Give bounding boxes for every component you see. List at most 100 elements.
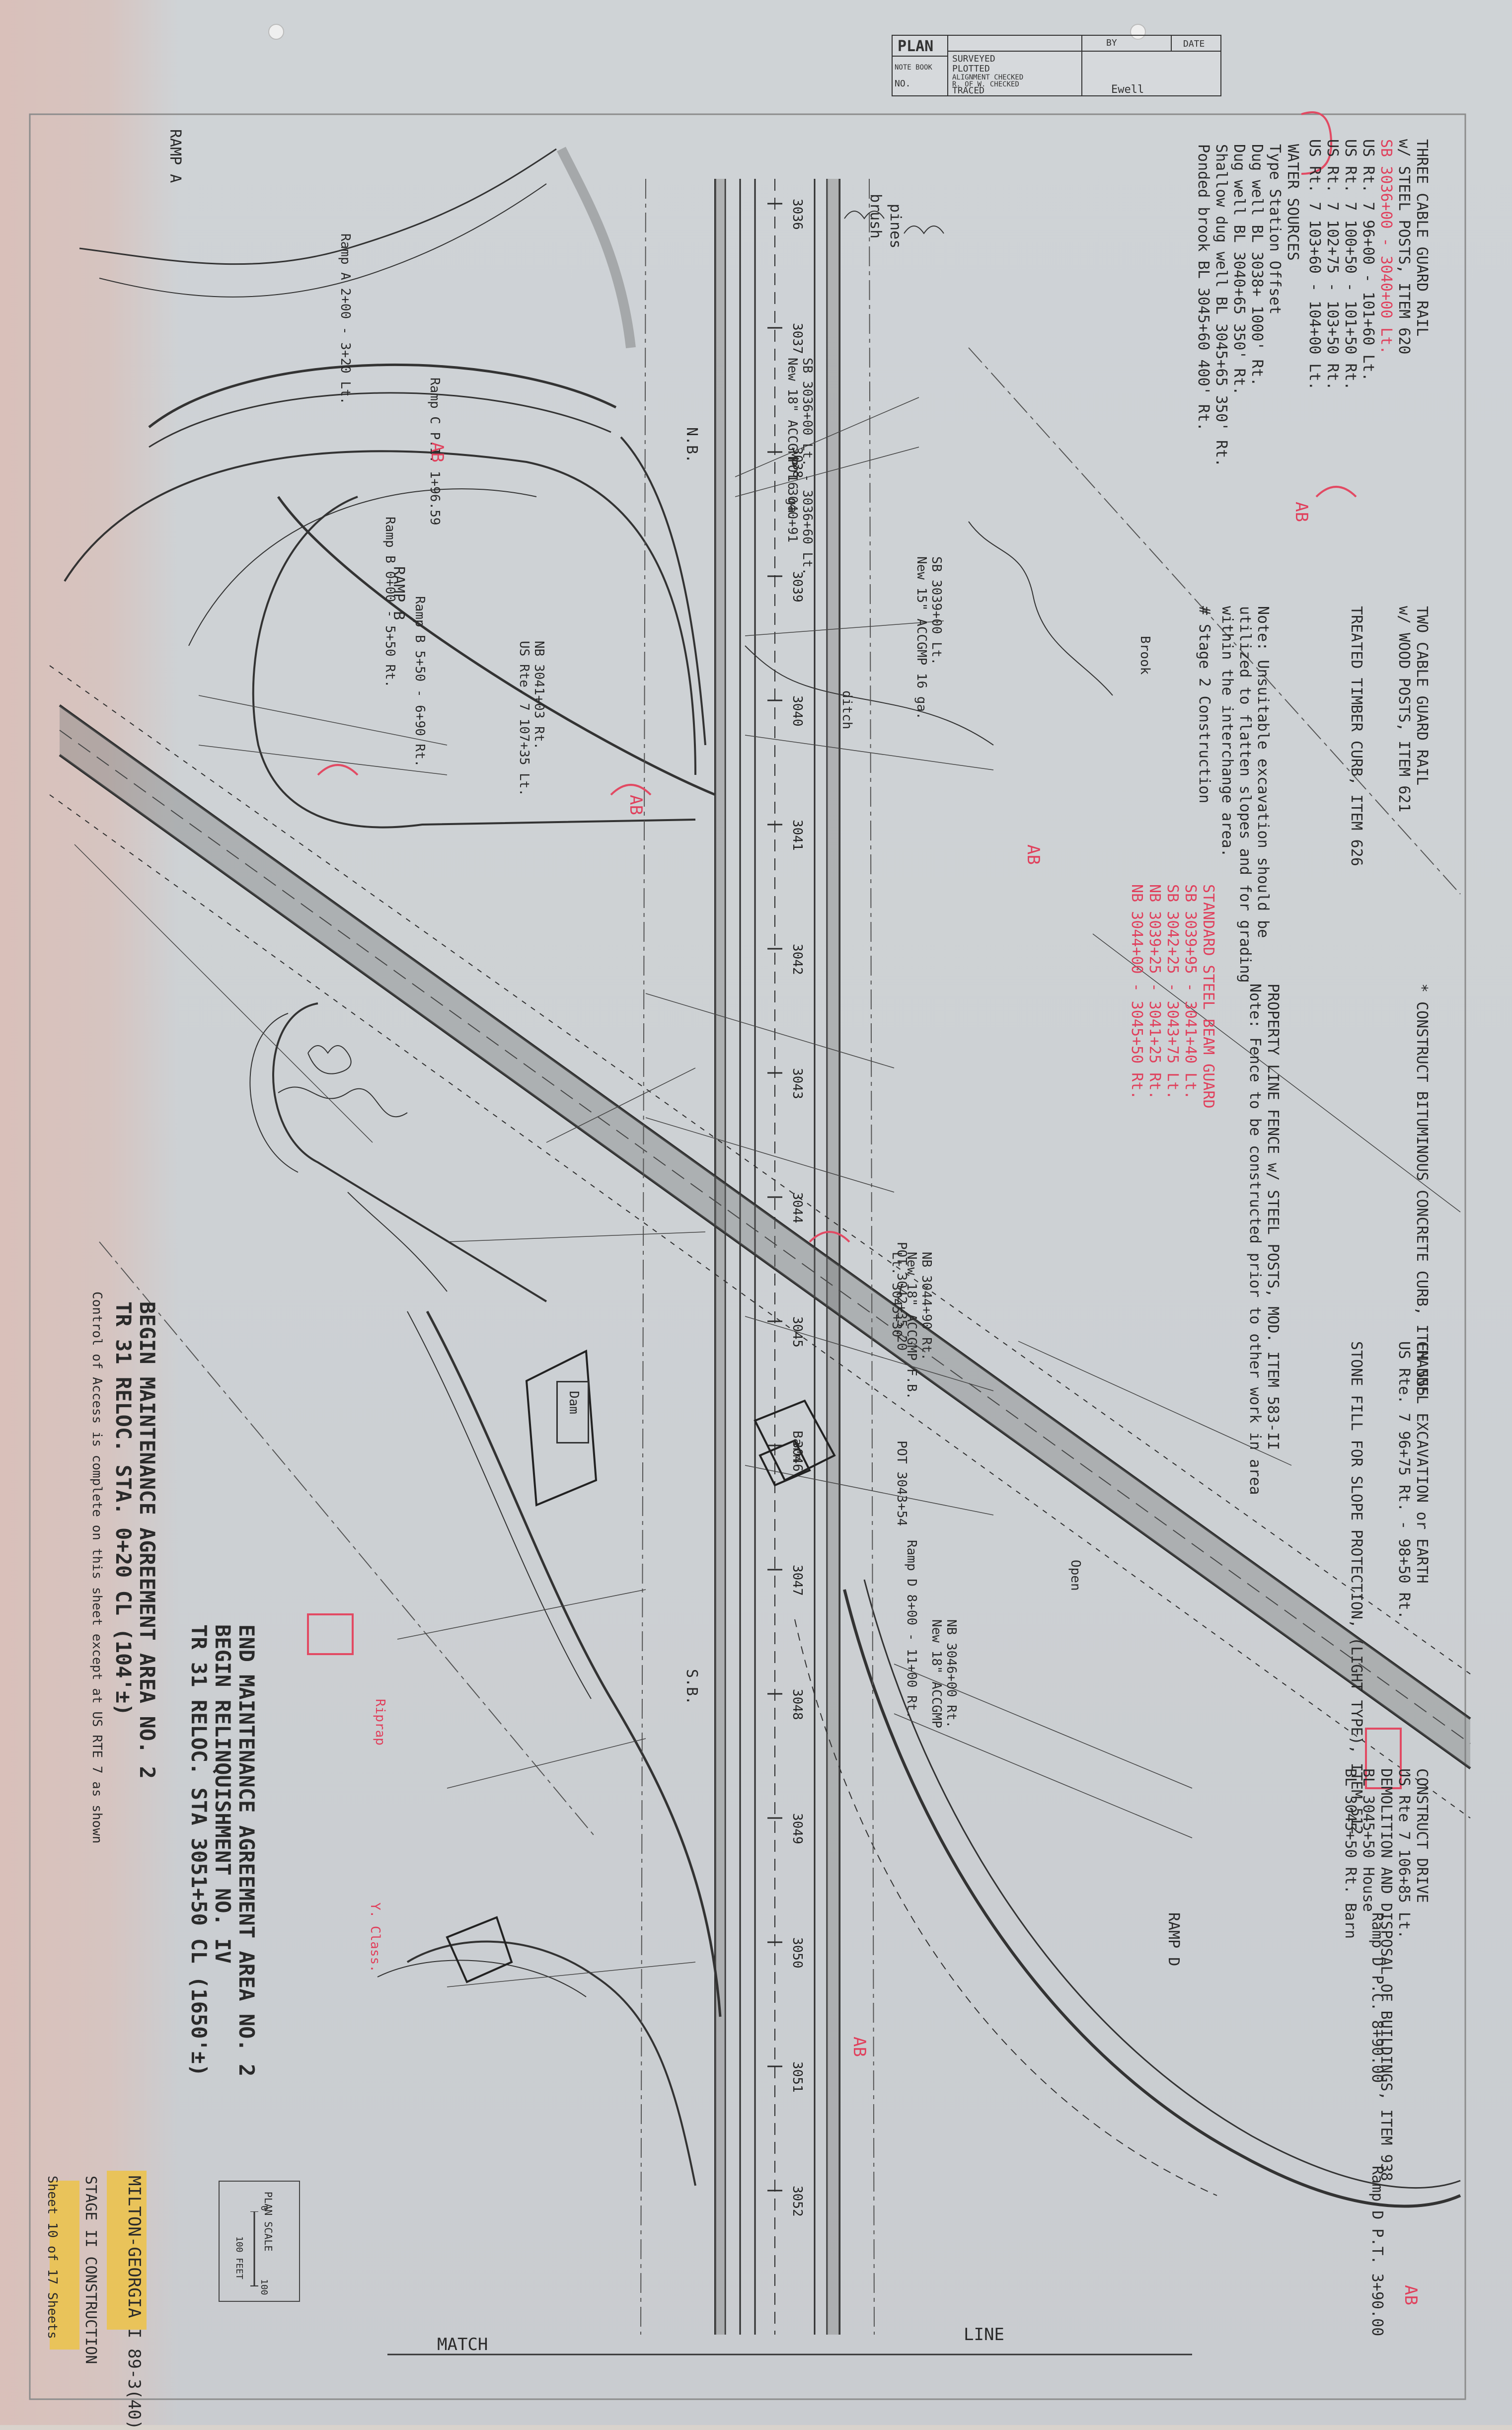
- note-line: SB 3039+00 Lt.: [929, 556, 944, 666]
- station-label: 3043: [790, 1068, 805, 1099]
- note-line: New 15" ACCGMP 16 ga.: [914, 556, 929, 720]
- access-note: Control of Access is complete on this sh…: [89, 1291, 104, 1844]
- note-line: SB 3036+00 Lt. - 3036+60 Lt.: [800, 358, 815, 576]
- channel-excavation-note: CHANNEL EXCAVATION or EARTH US Rte. 7 96…: [1347, 1341, 1431, 1834]
- note-line: US Rt. 7 102+75 - 103+50 Rt.: [1324, 139, 1341, 390]
- class-mark: Y. Class.: [368, 1902, 382, 1973]
- note-line: STONE FILL FOR SLOPE PROTECTION, (LIGHT …: [1348, 1341, 1365, 1835]
- note-line: CHANNEL EXCAVATION or EARTH: [1413, 1341, 1431, 1584]
- ab-mark: AB: [427, 442, 447, 462]
- note-line: BL 3045+50 Rt. Barn: [1342, 1768, 1359, 1939]
- ramp-label: Ramp B 5+50 - 6+90 Rt.: [412, 596, 427, 767]
- ab-mark: AB: [1401, 2285, 1421, 2305]
- pines-label: pines: [887, 204, 904, 249]
- nb-label: N.B.: [683, 427, 700, 463]
- note-line: SB 3039+95 - 3041+40 Lt.: [1182, 884, 1199, 1100]
- trees: [307, 211, 944, 1074]
- title-block: PLAN BY DATE SURVEYED PLOTTED NOTE BOOK …: [892, 35, 1221, 96]
- ramp-label: Ramp D P.C. 8+90.00: [1368, 1912, 1386, 2083]
- alignment-checked-label: ALIGNMENT CHECKED: [952, 74, 1024, 81]
- note-line: THREE CABLE GUARD RAIL: [1413, 139, 1431, 337]
- note-line: New 18" ACCGMP: [929, 1619, 944, 1729]
- water-sources-note: WATER SOURCES Type Station Offset Dug we…: [1194, 144, 1301, 467]
- note-line: US Rte 7 106+85 Lt.: [1395, 1768, 1413, 1939]
- scale-unit: 100 FEET: [234, 2236, 244, 2279]
- row-checked-label: R. OF W. CHECKED: [952, 80, 1019, 88]
- us-route-7: [49, 665, 1471, 1819]
- scale-bar: [250, 2211, 258, 2286]
- guard-rail-note: THREE CABLE GUARD RAIL w/ STEEL POSTS, I…: [1305, 139, 1431, 390]
- note-book-label: NOTE BOOK: [895, 64, 932, 72]
- scale-box: PLAN SCALE 100 FEET 0 100: [219, 2181, 300, 2302]
- sheet-number: Sheet 10 of 17 Sheets: [45, 2176, 60, 2339]
- note-line: BEGIN MAINTENANCE AGREEMENT AREA NO. 2: [135, 1301, 159, 1779]
- property-lines: [99, 178, 1461, 2335]
- median-shade: [715, 179, 725, 2335]
- station-label: 3051: [790, 2061, 805, 2093]
- ramp-a-band: [557, 147, 636, 349]
- date-header: DATE: [1183, 39, 1205, 49]
- highlight: [50, 2181, 79, 2350]
- note-line: US Rte. 7 96+75 Rt. - 98+50 Rt.: [1395, 1341, 1413, 1619]
- fence-note: PROPERTY LINE FENCE w/ STEEL POSTS, MOD.…: [1246, 984, 1282, 1495]
- station-label: 3045: [790, 1316, 805, 1348]
- note-line: * CONSTRUCT BITUMINOUS CONCRETE CURB, IT…: [1413, 984, 1431, 1396]
- note-line: NB 3039+25 - 3041+25 Rt.: [1146, 884, 1163, 1100]
- note-line: STANDARD STEEL BEAM GUARD: [1200, 884, 1217, 1109]
- project-id: MILTON-GEORGIA I 89-3(40): [124, 2176, 144, 2430]
- station-label: 3039: [790, 571, 805, 603]
- plan-label: PLAN: [898, 38, 934, 55]
- water-source-row: Dug well BL 3040+65 350' Rt.: [1230, 144, 1248, 395]
- note-line: NB 3044+00 - 3045+50 Rt.: [1128, 884, 1145, 1100]
- scale-max: 100: [259, 2279, 269, 2295]
- buildings: [446, 1349, 836, 1983]
- two-cable-note: TWO CABLE GUARD RAIL w/ WOOD POSTS, ITEM…: [1347, 606, 1431, 866]
- open-label: Open: [1068, 1560, 1083, 1591]
- note-line: TREATED TIMBER CURB, ITEM 626: [1348, 606, 1365, 866]
- ramp-label: Ramp A 2+00 - 3+20 Lt.: [338, 233, 353, 405]
- punch-hole: [1130, 24, 1146, 40]
- no-label: NO.: [895, 78, 911, 89]
- pot-label: POT 3040+91: [785, 457, 800, 543]
- ab-mark: AB: [626, 795, 646, 815]
- note-line: TR 31 RELOC. STA 3051+50 CL (1650'±): [187, 1624, 211, 2077]
- station-label: 3037: [790, 323, 805, 354]
- note-line: BEGIN RELINQUISHMENT NO. IV: [211, 1624, 235, 1964]
- by-header: BY: [1106, 38, 1117, 48]
- ab-mark: AB: [849, 2037, 869, 2057]
- dam-label: Dam: [566, 1391, 581, 1414]
- ramp-curve-data: RAMP A: [166, 129, 184, 183]
- ab-mark: AB: [1023, 844, 1043, 865]
- match-label: MATCH: [437, 2335, 488, 2354]
- riprap-mark: Riprap: [373, 1699, 387, 1746]
- station-label: 3041: [790, 820, 805, 851]
- traced-label: TRACED: [952, 85, 985, 96]
- note-line: PROPERTY LINE FENCE w/ STEEL POSTS, MOD.…: [1264, 984, 1282, 1450]
- note-line: NB 3044+90 Rt.: [919, 1252, 934, 1361]
- ramp-curves: [64, 148, 1461, 2208]
- punch-hole: [268, 24, 284, 40]
- water-source-row: Dug well BL 3038+ 1000' Rt.: [1248, 144, 1266, 386]
- construct-drive-note: CONSTRUCT DRIVE US Rte 7 106+85 Lt. DEMO…: [1341, 1768, 1431, 2181]
- brush-label: brush: [867, 194, 884, 239]
- note-line: TR 31 RELOC. STA. 0+20 CL (104'±): [111, 1301, 136, 1716]
- begin-maintenance-note: BEGIN MAINTENANCE AGREEMENT AREA NO. 2 T…: [111, 1301, 159, 1779]
- water-source-row: Shallow dug well BL 3045+65 350' Rt.: [1212, 144, 1230, 467]
- traced-by: Ewell: [1111, 83, 1144, 96]
- note-line: US Rte. 7 107+35 Lt.: [517, 641, 531, 797]
- leader-lines: [74, 397, 1461, 1987]
- station-label: 3044: [790, 1192, 805, 1223]
- station-label: 3040: [790, 695, 805, 727]
- note-line: US Rt. 7 100+50 - 101+50 Rt.: [1342, 139, 1359, 390]
- pot-label: POT 3043+54: [894, 1441, 909, 1526]
- note-line: NB 3046+00 Rt.: [944, 1619, 959, 1729]
- ramp-label: Ramp D P.T. 3+90.00: [1368, 2166, 1386, 2337]
- water-sources-header: Type Station Offset: [1266, 144, 1284, 315]
- brook: [278, 521, 1113, 1292]
- end-maintenance-note: END MAINTENANCE AGREEMENT AREA NO. 2 BEG…: [187, 1624, 259, 2077]
- note-line: SB 3042+25 - 3043+75 Lt.: [1164, 884, 1181, 1100]
- red-marks: [307, 111, 1402, 1789]
- station-label: 3036: [790, 199, 805, 230]
- station-label: 3050: [790, 1937, 805, 1969]
